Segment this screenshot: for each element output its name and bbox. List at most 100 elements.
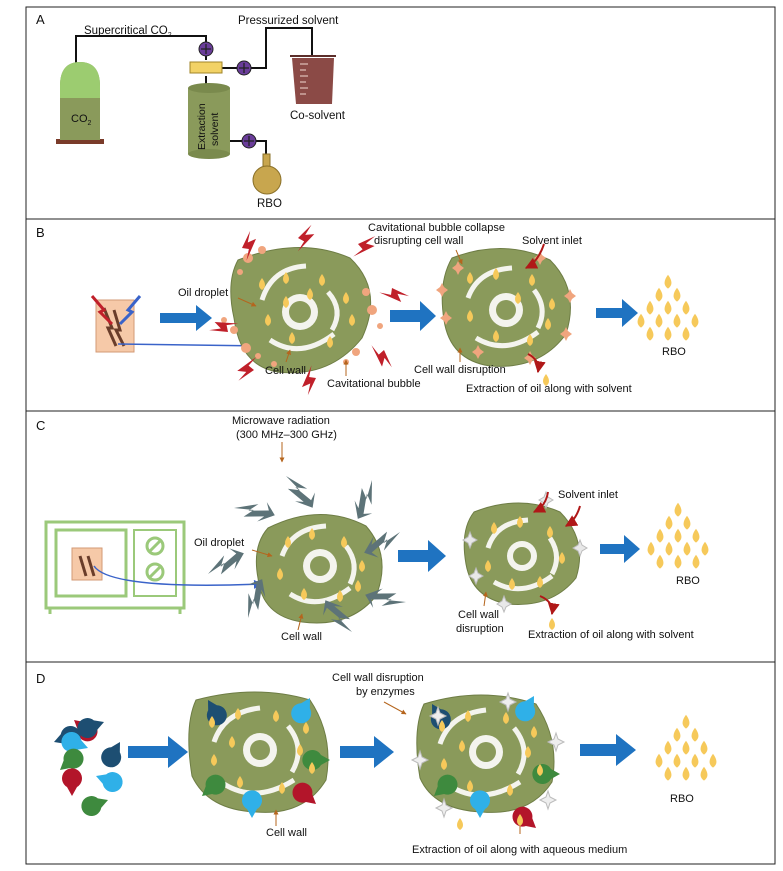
oil-droplet bbox=[673, 313, 681, 328]
oil-droplet bbox=[646, 300, 654, 315]
cell-wall-fragment bbox=[546, 731, 566, 753]
oil-droplet bbox=[525, 746, 531, 758]
process-arrow bbox=[340, 736, 394, 768]
cell-wall-label-d: Cell wall bbox=[266, 827, 307, 839]
oil-droplet bbox=[517, 516, 523, 528]
enzyme-icon bbox=[202, 774, 226, 796]
enzyme-icon bbox=[515, 696, 536, 722]
panel-a-frame bbox=[25, 6, 776, 220]
cell-wall-fragment bbox=[564, 289, 576, 303]
oil-droplet bbox=[209, 716, 215, 728]
oil-droplet bbox=[709, 753, 717, 768]
pressurized-solvent-label: Pressurized solvent bbox=[238, 15, 339, 27]
oil-droplet bbox=[656, 528, 664, 543]
label-pointer bbox=[285, 349, 291, 363]
cell-wall-fragment bbox=[410, 749, 430, 771]
lightning-bolt bbox=[209, 321, 239, 332]
bubble bbox=[362, 288, 370, 296]
oil-droplet bbox=[692, 554, 700, 569]
enzyme-icon bbox=[470, 790, 490, 818]
enzyme-icon bbox=[101, 742, 122, 768]
lightning-bolt bbox=[301, 365, 316, 396]
label-pointer bbox=[455, 249, 463, 265]
oil-droplet bbox=[507, 784, 513, 796]
process-arrow bbox=[390, 301, 436, 331]
process-arrow bbox=[128, 736, 188, 768]
oil-droplet bbox=[700, 766, 708, 781]
oil-droplet bbox=[691, 727, 699, 742]
cell-wall-fragment bbox=[498, 691, 518, 713]
oil-droplet bbox=[359, 560, 365, 572]
supercritical-co2-label: Supercritical CO2 bbox=[84, 25, 172, 39]
enzyme-icon bbox=[81, 796, 108, 817]
microwave-label: Microwave radiation(300 MHz–300 GHz) bbox=[232, 415, 337, 441]
oil-droplet bbox=[493, 330, 499, 342]
flask-icon bbox=[252, 153, 282, 195]
oil-droplets bbox=[209, 268, 717, 830]
cell-wall-fragment bbox=[436, 283, 448, 297]
cell-wall-fragment bbox=[434, 797, 454, 819]
microwave-oven-icon bbox=[44, 520, 186, 614]
lightning-bolt bbox=[353, 236, 376, 257]
oil-droplet bbox=[503, 712, 509, 724]
label-pointer bbox=[383, 701, 407, 715]
microwave-wave bbox=[234, 502, 275, 522]
lightning-bolt bbox=[371, 345, 392, 368]
oil-droplet bbox=[655, 753, 663, 768]
sample-pointer-arrow bbox=[117, 341, 263, 351]
bubble bbox=[255, 353, 261, 359]
oil-droplet bbox=[674, 528, 682, 543]
microwave-wave bbox=[323, 600, 352, 632]
oil-droplet bbox=[531, 726, 537, 738]
lightning-bolt bbox=[242, 230, 257, 261]
oil-droplet-label-b: Oil droplet bbox=[178, 287, 228, 299]
co2-pipe bbox=[75, 35, 207, 66]
rbo-label-d: RBO bbox=[670, 793, 694, 805]
oil-droplet bbox=[273, 710, 279, 722]
oil-droplet bbox=[467, 272, 473, 284]
oil-outflow-arrow bbox=[527, 353, 546, 374]
microwave-bolts bbox=[208, 476, 588, 632]
cell-wall-fragment bbox=[534, 251, 546, 265]
solvent-inlet-label-b: Solvent inlet bbox=[522, 235, 582, 247]
oil-droplet bbox=[682, 300, 690, 315]
lightning-bolt bbox=[379, 288, 410, 303]
co2-cylinder-label: CO2 bbox=[71, 113, 92, 127]
cell-wall-fragment bbox=[462, 530, 478, 550]
oil-droplet bbox=[337, 590, 343, 602]
cell-wall-fragment bbox=[440, 311, 452, 325]
bubble bbox=[237, 269, 243, 275]
extraction-label-b: Extraction of oil along with solvent bbox=[466, 383, 632, 395]
oil-droplet bbox=[297, 744, 303, 756]
oil-droplet bbox=[485, 560, 491, 572]
oil-droplet bbox=[537, 764, 543, 776]
bubble bbox=[230, 326, 238, 334]
oil-droplet bbox=[665, 515, 673, 530]
oil-droplet bbox=[673, 287, 681, 302]
process-arrow bbox=[398, 540, 446, 572]
cell-wall-fragment bbox=[538, 789, 558, 811]
cell-wall-label-b: Cell wall bbox=[265, 365, 306, 377]
oil-droplet bbox=[289, 332, 295, 344]
oil-droplet bbox=[229, 736, 235, 748]
oil-droplet-label-c: Oil droplet bbox=[194, 537, 244, 549]
oil-droplet bbox=[700, 740, 708, 755]
oil-droplet bbox=[664, 274, 672, 289]
process-arrow bbox=[600, 535, 640, 563]
lightning-bolt bbox=[237, 356, 257, 381]
cell-wall-label-c: Cell wall bbox=[281, 631, 322, 643]
oil-droplet bbox=[692, 528, 700, 543]
panel-a: CO2 Extractionsolvent Supercriti bbox=[56, 15, 346, 210]
oil-droplet bbox=[439, 720, 445, 732]
oil-droplet bbox=[545, 318, 551, 330]
oil-droplet bbox=[559, 552, 565, 564]
enzyme-cluster bbox=[54, 718, 123, 817]
solvent-inlet-label-c: Solvent inlet bbox=[558, 489, 618, 501]
lightning-bolt bbox=[297, 224, 315, 252]
oil-outflow-arrow bbox=[539, 595, 560, 616]
oil-droplet bbox=[527, 334, 533, 346]
panel-a-letter: A bbox=[36, 12, 45, 27]
cell-wall-fragment bbox=[468, 566, 484, 586]
oil-droplet bbox=[467, 780, 473, 792]
